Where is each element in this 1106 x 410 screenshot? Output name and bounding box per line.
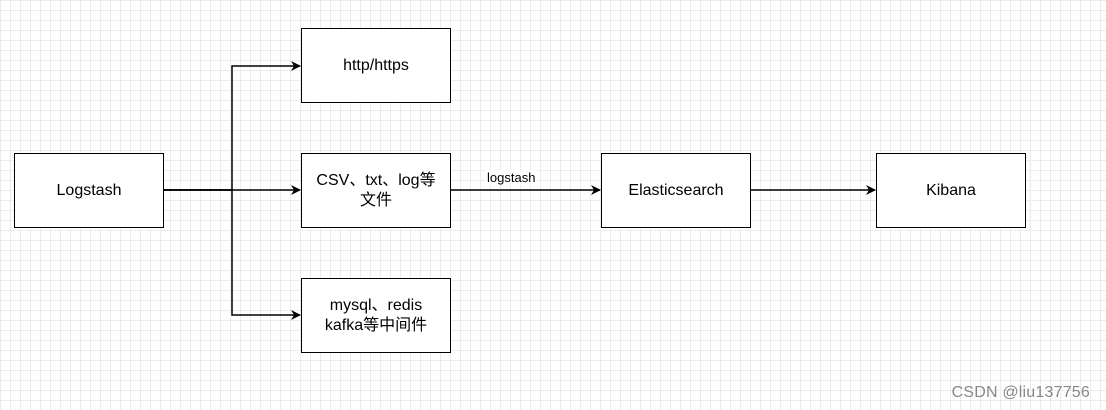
node-logstash[interactable]: Logstash xyxy=(14,153,164,228)
node-kibana[interactable]: Kibana xyxy=(876,153,1026,228)
node-http-label: http/https xyxy=(343,56,409,74)
node-http[interactable]: http/https xyxy=(301,28,451,103)
node-middleware-label-line1: mysql、redis xyxy=(329,296,423,314)
node-logstash-label: Logstash xyxy=(56,181,122,199)
node-elasticsearch-label: Elasticsearch xyxy=(628,181,724,199)
watermark-text: CSDN @liu137756 xyxy=(951,384,1090,401)
edge-label-logstash: logstash xyxy=(485,170,538,185)
node-elasticsearch[interactable]: Elasticsearch xyxy=(601,153,751,228)
node-middleware[interactable]: mysql、redis kafka等中间件 xyxy=(301,278,451,353)
node-files[interactable]: CSV、txt、log等文件 xyxy=(301,153,451,228)
node-middleware-label-line2: kafka等中间件 xyxy=(324,316,428,334)
node-files-label: CSV、txt、log等文件 xyxy=(316,171,436,209)
node-kibana-label: Kibana xyxy=(926,181,976,199)
connector-logstash-to-middleware xyxy=(164,189,301,320)
connector-logstash-to-http xyxy=(164,61,301,191)
